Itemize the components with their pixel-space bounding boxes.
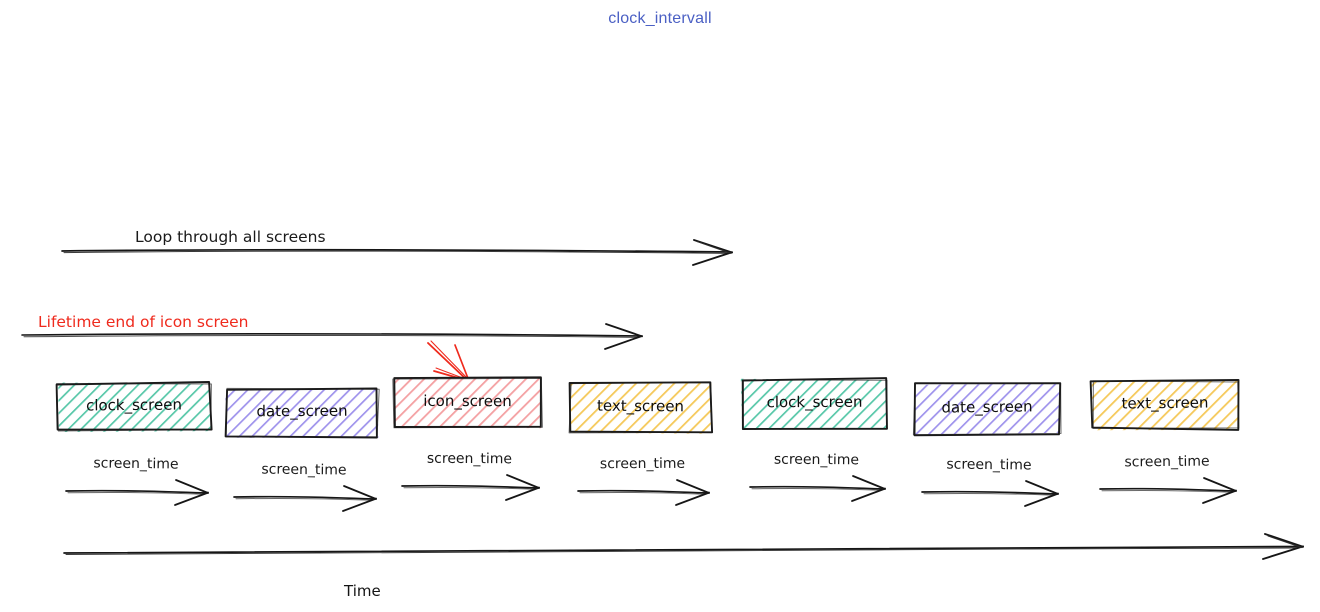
screen-time-arrow <box>749 475 886 502</box>
screen-time-label: screen_time <box>1124 453 1210 471</box>
screen-time-arrow <box>921 480 1059 507</box>
time-axis-arrow <box>63 533 1304 560</box>
screen-time-label: screen_time <box>599 455 686 473</box>
loop-through-all-screens-arrow <box>61 239 733 266</box>
screen-time-label: screen_time <box>773 451 860 469</box>
screen-box[interactable] <box>740 377 888 430</box>
screen-time-arrow <box>401 474 540 501</box>
screen-box[interactable] <box>912 382 1062 437</box>
lifetime-arrow-label: Lifetime end of icon screen <box>38 313 249 331</box>
screen-time-arrow <box>233 485 377 512</box>
lifetime-end-arrow <box>21 323 643 350</box>
screen-time-label: screen_time <box>426 450 513 468</box>
screen-time-label: screen_time <box>261 461 347 479</box>
screen-boxes-layer <box>55 376 1240 439</box>
screen-box[interactable] <box>1089 378 1240 431</box>
screen-time-arrow <box>65 479 209 506</box>
page-title: clock_intervall <box>608 10 712 27</box>
screen-box[interactable] <box>392 376 543 429</box>
loop-arrow-label: Loop through all screens <box>135 228 326 246</box>
screen-time-arrows-layer <box>65 474 1237 512</box>
screen-time-label: screen_time <box>93 455 179 473</box>
screen-box[interactable] <box>568 381 714 434</box>
screen-time-label: screen_time <box>946 456 1032 474</box>
screen-box[interactable] <box>224 387 380 439</box>
red-pointer-to-icon-screen-icon <box>427 340 470 382</box>
time-axis-label: Time <box>344 582 381 600</box>
screen-box[interactable] <box>55 381 213 432</box>
screen-time-arrow <box>1099 477 1237 504</box>
screen-time-arrow <box>577 479 710 506</box>
